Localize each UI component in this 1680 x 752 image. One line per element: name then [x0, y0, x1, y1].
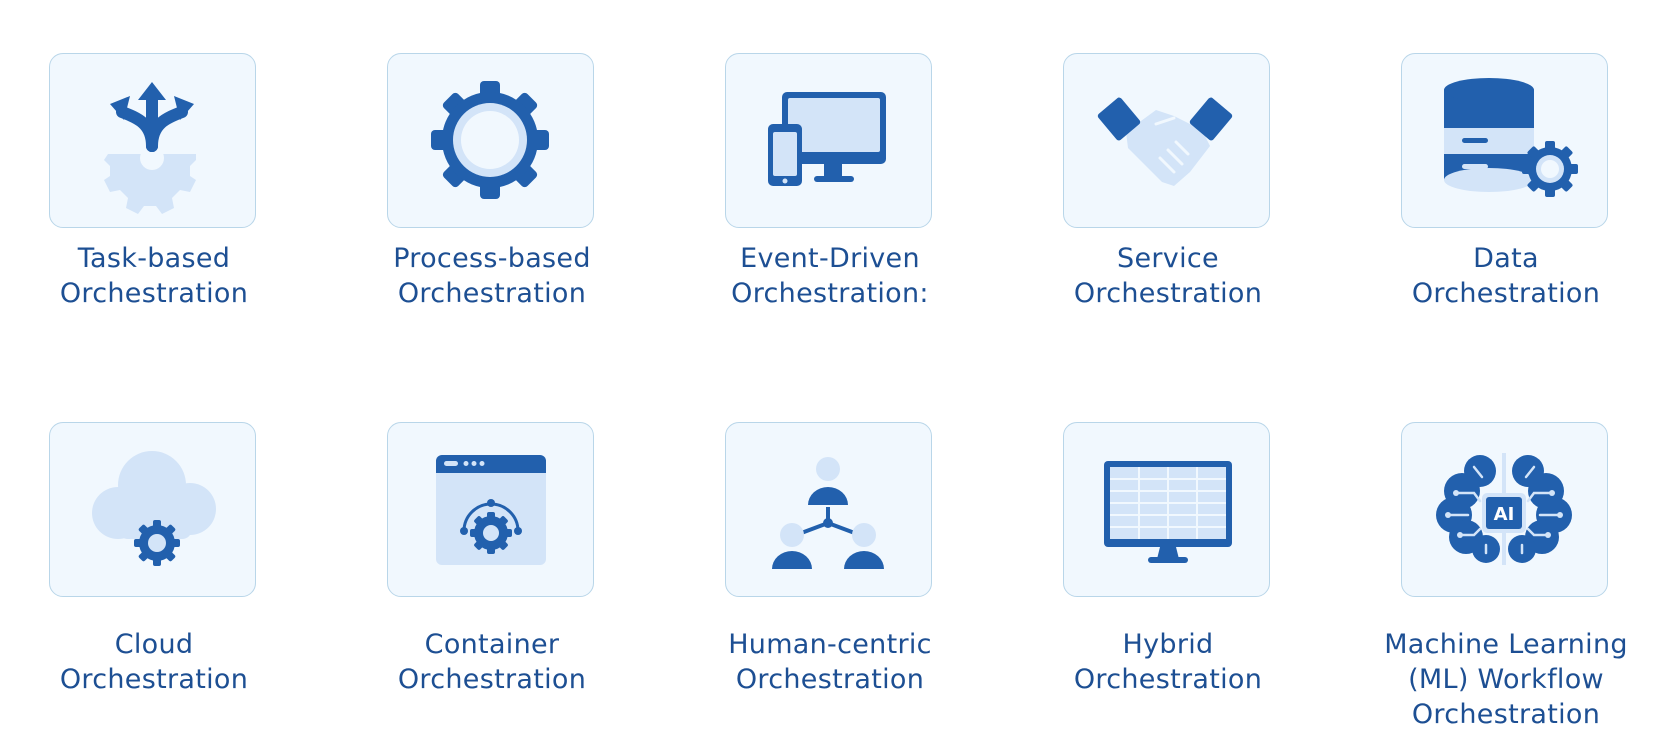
label-line: Cloud [114, 629, 194, 660]
icon-tile [725, 53, 932, 228]
item-label: Event-Driven Orchestration: [660, 241, 1000, 311]
item-label: Human-centric Orchestration [660, 627, 1000, 697]
label-line: Orchestration [59, 278, 249, 309]
handshake-icon [1097, 97, 1233, 186]
label-line: Orchestration [397, 664, 587, 695]
label-line: Hybrid [1122, 629, 1214, 660]
icon-tile [1401, 53, 1608, 228]
item-label: Task-based Orchestration [0, 241, 324, 311]
item-label: Process-based Orchestration [322, 241, 662, 311]
icon-tile [387, 53, 594, 228]
label-line: Orchestration [1411, 699, 1601, 730]
item-label: Data Orchestration [1336, 241, 1676, 311]
label-line: (ML) Workflow [1408, 664, 1604, 695]
item-label: Cloud Orchestration [0, 627, 324, 697]
label-line: Orchestration [1411, 278, 1601, 309]
browser-gear-icon [436, 455, 546, 565]
label-line: Event-Driven [740, 243, 920, 274]
label-line: Orchestration [1073, 278, 1263, 309]
label-line: Service [1117, 243, 1219, 274]
database-gear-icon [1444, 78, 1578, 197]
devices-icon [768, 92, 886, 186]
cloud-gear-icon [92, 451, 216, 566]
monitor-table-icon [1104, 461, 1232, 563]
label-line: Process-based [393, 243, 591, 274]
item-label: Hybrid Orchestration [998, 627, 1338, 697]
label-line: Orchestration [397, 278, 587, 309]
label-line: Orchestration [1073, 664, 1263, 695]
label-line: Machine Learning [1384, 629, 1628, 660]
label-line: Orchestration [59, 664, 249, 695]
icon-tile [387, 422, 594, 597]
people-network-icon [772, 457, 884, 569]
svg-text:AI: AI [1494, 504, 1515, 525]
icon-tile: AI [1401, 422, 1608, 597]
item-label: Machine Learning (ML) Workflow Orchestra… [1336, 627, 1676, 732]
label-line: Orchestration [735, 664, 925, 695]
label-line: Data [1473, 243, 1539, 274]
icon-tile [725, 422, 932, 597]
item-label: Container Orchestration [322, 627, 662, 697]
ai-brain-icon: AI [1436, 453, 1572, 565]
label-line: Human-centric [728, 629, 932, 660]
label-line: Orchestration: [731, 278, 929, 309]
icon-tile [1063, 422, 1270, 597]
item-label: Service Orchestration [998, 241, 1338, 311]
branching-arrows-gear-icon [104, 82, 196, 214]
icon-tile [1063, 53, 1270, 228]
icon-tile [49, 422, 256, 597]
icon-tile [49, 53, 256, 228]
gear-icon [431, 81, 549, 199]
label-line: Task-based [77, 243, 231, 274]
label-line: Container [424, 629, 560, 660]
